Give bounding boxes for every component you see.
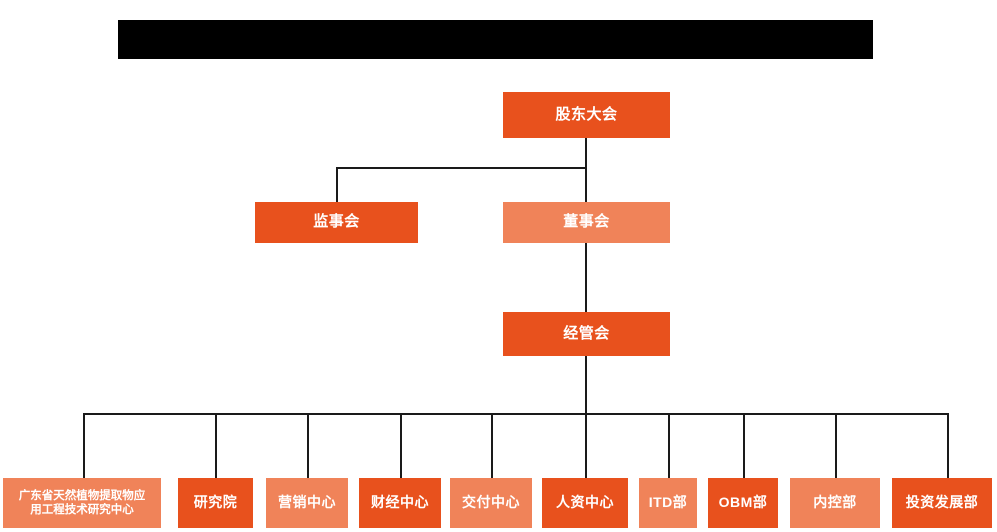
connector-drop-dept-8	[743, 413, 745, 478]
node-label: 交付中心	[462, 494, 520, 511]
connector-drop-directors	[585, 167, 587, 203]
connector-directors-management	[585, 242, 587, 312]
node-shareholders-meeting[interactable]: 股东大会	[503, 92, 670, 138]
connector-drop-dept-2	[215, 413, 217, 478]
connector-drop-dept-5	[491, 413, 493, 478]
connector-level2-bus	[336, 167, 587, 169]
connector-drop-dept-7	[668, 413, 670, 478]
connector-drop-supervisors	[336, 167, 338, 203]
node-label: 投资发展部	[905, 494, 979, 511]
node-dept-finance-center[interactable]: 财经中心	[359, 478, 441, 528]
connector-drop-dept-10	[947, 413, 949, 478]
connector-drop-dept-4	[400, 413, 402, 478]
node-management-committee[interactable]: 经管会	[503, 312, 670, 356]
node-label: 人资中心	[556, 494, 614, 511]
node-board-of-supervisors[interactable]: 监事会	[255, 202, 418, 243]
connector-drop-dept-3	[307, 413, 309, 478]
node-dept-marketing-center[interactable]: 营销中心	[266, 478, 348, 528]
node-dept-research-institute[interactable]: 研究院	[178, 478, 253, 528]
node-dept-guangdong-research-center[interactable]: 广东省天然植物提取物应 用工程技术研究中心	[3, 478, 161, 528]
connector-drop-dept-9	[835, 413, 837, 478]
redacted-title-bar	[118, 20, 873, 59]
node-label: 营销中心	[278, 494, 336, 511]
node-label: 财经中心	[371, 494, 429, 511]
node-dept-itd[interactable]: ITD部	[639, 478, 697, 528]
connector-departments-bus	[83, 413, 949, 415]
node-label: OBM部	[718, 494, 768, 511]
connector-shareholders-down	[585, 138, 587, 168]
node-dept-hr-center[interactable]: 人资中心	[542, 478, 628, 528]
node-label: 内控部	[813, 494, 857, 511]
connector-drop-dept-6	[585, 413, 587, 478]
node-dept-investment-development[interactable]: 投资发展部	[892, 478, 992, 528]
node-dept-delivery-center[interactable]: 交付中心	[450, 478, 532, 528]
node-label: 股东大会	[555, 105, 618, 123]
node-label: 广东省天然植物提取物应 用工程技术研究中心	[18, 489, 146, 516]
node-label: 经管会	[563, 324, 610, 342]
node-label: ITD部	[648, 494, 688, 511]
connector-management-down	[585, 356, 587, 414]
node-dept-obm[interactable]: OBM部	[708, 478, 778, 528]
connector-drop-dept-1	[83, 413, 85, 478]
node-board-of-directors[interactable]: 董事会	[503, 202, 670, 243]
node-dept-internal-control[interactable]: 内控部	[790, 478, 880, 528]
node-label: 研究院	[193, 494, 238, 511]
node-label: 董事会	[563, 213, 610, 231]
node-label: 监事会	[313, 213, 360, 231]
